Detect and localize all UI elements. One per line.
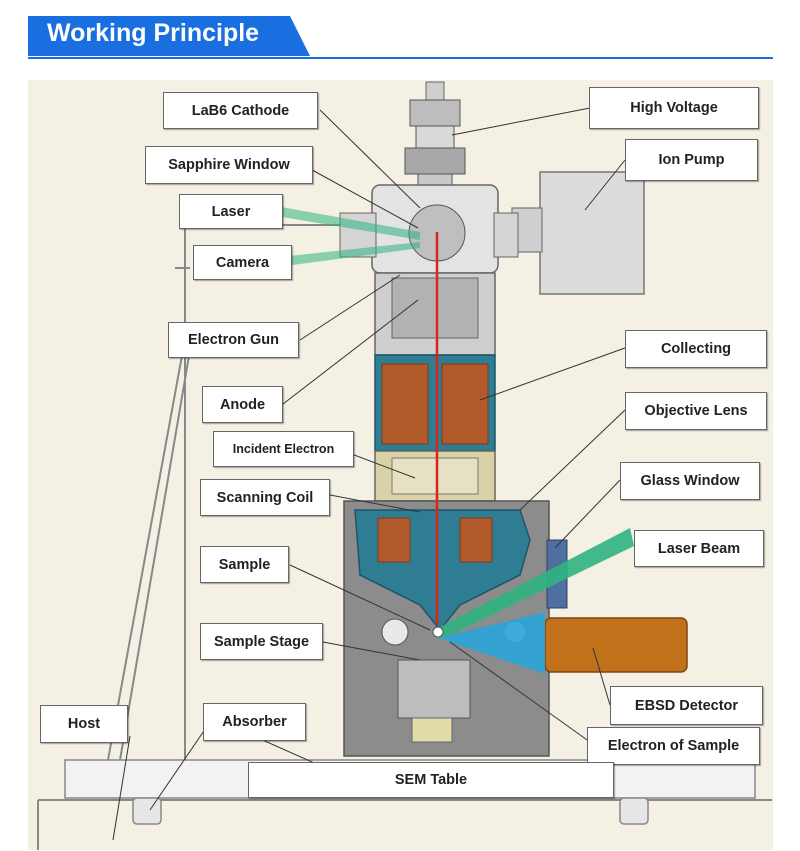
ebsd-detector (544, 617, 688, 673)
label-incident-electron: Incident Electron (213, 431, 354, 467)
label-laser: Laser (179, 194, 283, 229)
specimen-chamber (343, 500, 568, 757)
label-sample-stage: Sample Stage (200, 623, 323, 660)
label-high-voltage: High Voltage (589, 87, 759, 129)
callout-leaders (112, 107, 626, 841)
ebsd-signal-cone (438, 612, 545, 674)
label-host: Host (40, 705, 128, 743)
electron-gun-column (374, 272, 496, 356)
label-electron-gun: Electron Gun (168, 322, 299, 358)
header-divider (28, 57, 773, 59)
scanning-section (374, 450, 496, 502)
collecting-coil-assembly (374, 354, 496, 452)
laser-ray (270, 205, 420, 240)
label-sapphire-window: Sapphire Window (145, 146, 313, 184)
label-scanning-coil: Scanning Coil (200, 479, 330, 516)
camera-ray (270, 242, 420, 268)
label-collecting: Collecting (625, 330, 767, 368)
label-anode: Anode (202, 386, 283, 423)
sample-point (432, 626, 444, 638)
label-laser-beam: Laser Beam (634, 530, 764, 567)
label-ebsd-detector: EBSD Detector (610, 686, 763, 725)
section-header-tab (28, 16, 310, 56)
label-absorber: Absorber (203, 703, 306, 741)
label-camera: Camera (193, 245, 292, 280)
label-glass-window: Glass Window (620, 462, 760, 500)
label-objective-lens: Objective Lens (625, 392, 767, 430)
label-electron-of-sample: Electron of Sample (587, 727, 760, 765)
ion-pump (539, 171, 645, 295)
label-sem-table: SEM Table (248, 762, 614, 798)
label-sample: Sample (200, 546, 289, 583)
label-ion-pump: Ion Pump (625, 139, 758, 181)
section-title: Working Principle (47, 19, 260, 47)
label-lab6-cathode: LaB6 Cathode (163, 92, 318, 129)
laser-beam-ray (438, 528, 634, 638)
